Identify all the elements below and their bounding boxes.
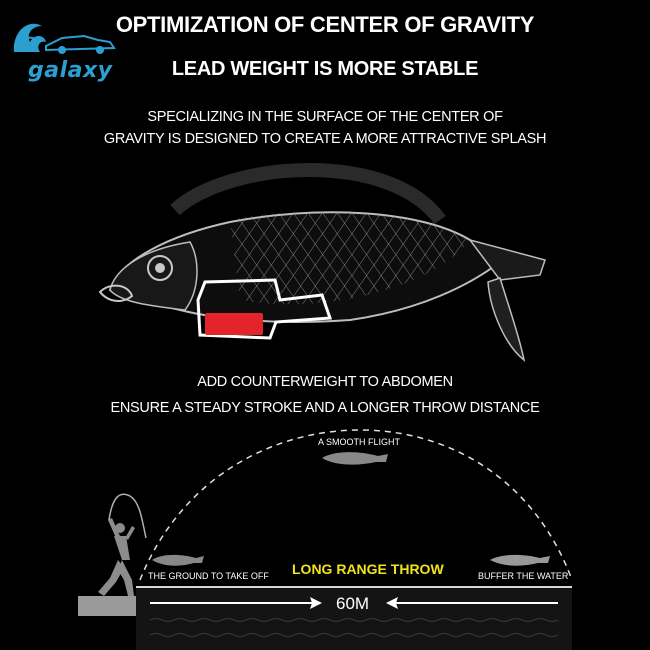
- lure-mouth: [98, 284, 134, 302]
- lure-illustration: [98, 163, 546, 362]
- buffer-label: BUFFER THE WATER: [478, 571, 569, 581]
- throw-diagram: [78, 429, 573, 650]
- counterweight-line-1: ADD COUNTERWEIGHT TO ABDOMEN: [197, 374, 453, 390]
- angler-icon: [98, 518, 135, 596]
- description-line-2: GRAVITY IS DESIGNED TO CREATE A MORE ATT…: [103, 131, 547, 147]
- arrow-left-icon: [386, 597, 398, 609]
- shore-platform: [78, 596, 136, 616]
- brand-name: galaxy: [28, 58, 113, 83]
- flying-lure-icon: [322, 452, 388, 465]
- lead-weight: [205, 313, 263, 335]
- fishing-rod: [108, 493, 147, 539]
- arc-shadow: [170, 163, 446, 225]
- weight-chamber: [196, 278, 333, 340]
- arrow-right-icon: [310, 597, 322, 609]
- headline-line-2: LEAD WEIGHT IS MORE STABLE: [171, 58, 479, 80]
- trajectory-arc: [139, 429, 573, 581]
- smooth-flight-label: A SMOOTH FLIGHT: [318, 437, 401, 447]
- description-line-1: SPECIALIZING IN THE SURFACE OF THE CENTE…: [147, 109, 503, 125]
- long-range-label: LONG RANGE THROW: [292, 561, 444, 577]
- landing-lure-icon: [490, 554, 550, 566]
- launch-lure-icon: [152, 554, 204, 566]
- eye-icon: [147, 255, 173, 281]
- headline-line-1: OPTIMIZATION OF CENTER OF GRAVITY: [115, 12, 535, 37]
- distance-value: 60M: [336, 594, 370, 613]
- ground-label: THE GROUND TO TAKE OFF: [148, 571, 269, 581]
- propeller-blade: [487, 277, 526, 362]
- car-wave-logo-icon: [13, 23, 116, 54]
- water-area: [136, 586, 572, 650]
- counterweight-line-2: ENSURE A STEADY STROKE AND A LONGER THRO…: [110, 400, 540, 416]
- lure-tail: [468, 238, 546, 281]
